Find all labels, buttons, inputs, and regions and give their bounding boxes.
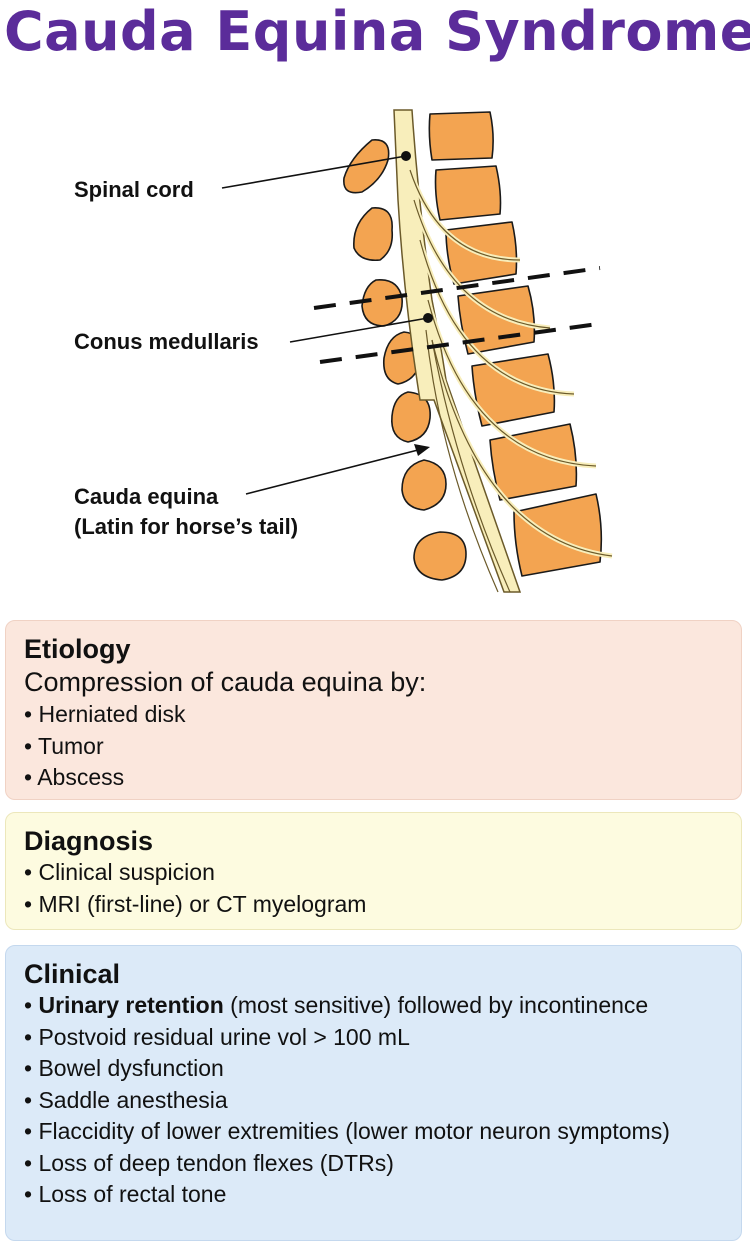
urinary-retention-rest: (most sensitive) followed by incontinenc…	[223, 992, 649, 1018]
etiology-intro: Compression of cauda equina by:	[24, 667, 427, 697]
clinical-box: Clinical Urinary retention (most sensiti…	[5, 945, 742, 1241]
list-item: Herniated disk	[24, 699, 723, 731]
diagnosis-heading: Diagnosis	[24, 826, 154, 856]
list-item: Postvoid residual urine vol > 100 mL	[24, 1022, 723, 1054]
clinical-list: Urinary retention (most sensitive) follo…	[24, 990, 723, 1211]
vertebral-process	[391, 391, 431, 443]
vertebral-body	[489, 423, 578, 501]
label-spinal-cord: Spinal cord	[74, 177, 194, 202]
diagnosis-list: Clinical suspicion MRI (first-line) or C…	[24, 857, 723, 920]
vertebral-process	[401, 459, 447, 511]
list-item: Flaccidity of lower extremities (lower m…	[24, 1116, 723, 1148]
list-item: Bowel dysfunction	[24, 1053, 723, 1085]
label-conus-medullaris: Conus medullaris	[74, 329, 259, 354]
etiology-heading: Etiology	[24, 634, 131, 664]
label-cauda-equina: Cauda equina	[74, 484, 219, 509]
list-item: MRI (first-line) or CT myelogram	[24, 889, 723, 921]
list-item: Urinary retention (most sensitive) follo…	[24, 990, 723, 1022]
vertebral-process	[353, 207, 394, 262]
list-item: Saddle anesthesia	[24, 1085, 723, 1117]
arrow-head	[414, 444, 430, 456]
list-item: Loss of deep tendon flexes (DTRs)	[24, 1148, 723, 1180]
list-item: Tumor	[24, 731, 723, 763]
etiology-box: Etiology Compression of cauda equina by:…	[5, 620, 742, 800]
list-item: Abscess	[24, 762, 723, 794]
clinical-heading: Clinical	[24, 959, 121, 989]
vertebral-process	[413, 531, 467, 581]
diagnosis-box: Diagnosis Clinical suspicion MRI (first-…	[5, 812, 742, 930]
vertebral-process	[361, 279, 403, 327]
spine-diagram: Spinal cord Conus medullaris Cauda equin…	[74, 109, 613, 593]
vertebral-body	[471, 353, 556, 427]
vertebral-body	[513, 493, 603, 577]
vertebral-body	[428, 111, 494, 161]
list-item: Clinical suspicion	[24, 857, 723, 889]
level-lines	[313, 266, 601, 364]
list-item: Loss of rectal tone	[24, 1179, 723, 1211]
page-title: Cauda Equina Syndrome	[4, 0, 750, 63]
nerve-roots	[407, 169, 613, 593]
label-cauda-equina-translation: (Latin for horse’s tail)	[74, 514, 298, 539]
etiology-list: Herniated disk Tumor Abscess	[24, 699, 723, 794]
vertebral-body	[434, 165, 502, 221]
urinary-retention-bold: Urinary retention	[38, 992, 224, 1018]
